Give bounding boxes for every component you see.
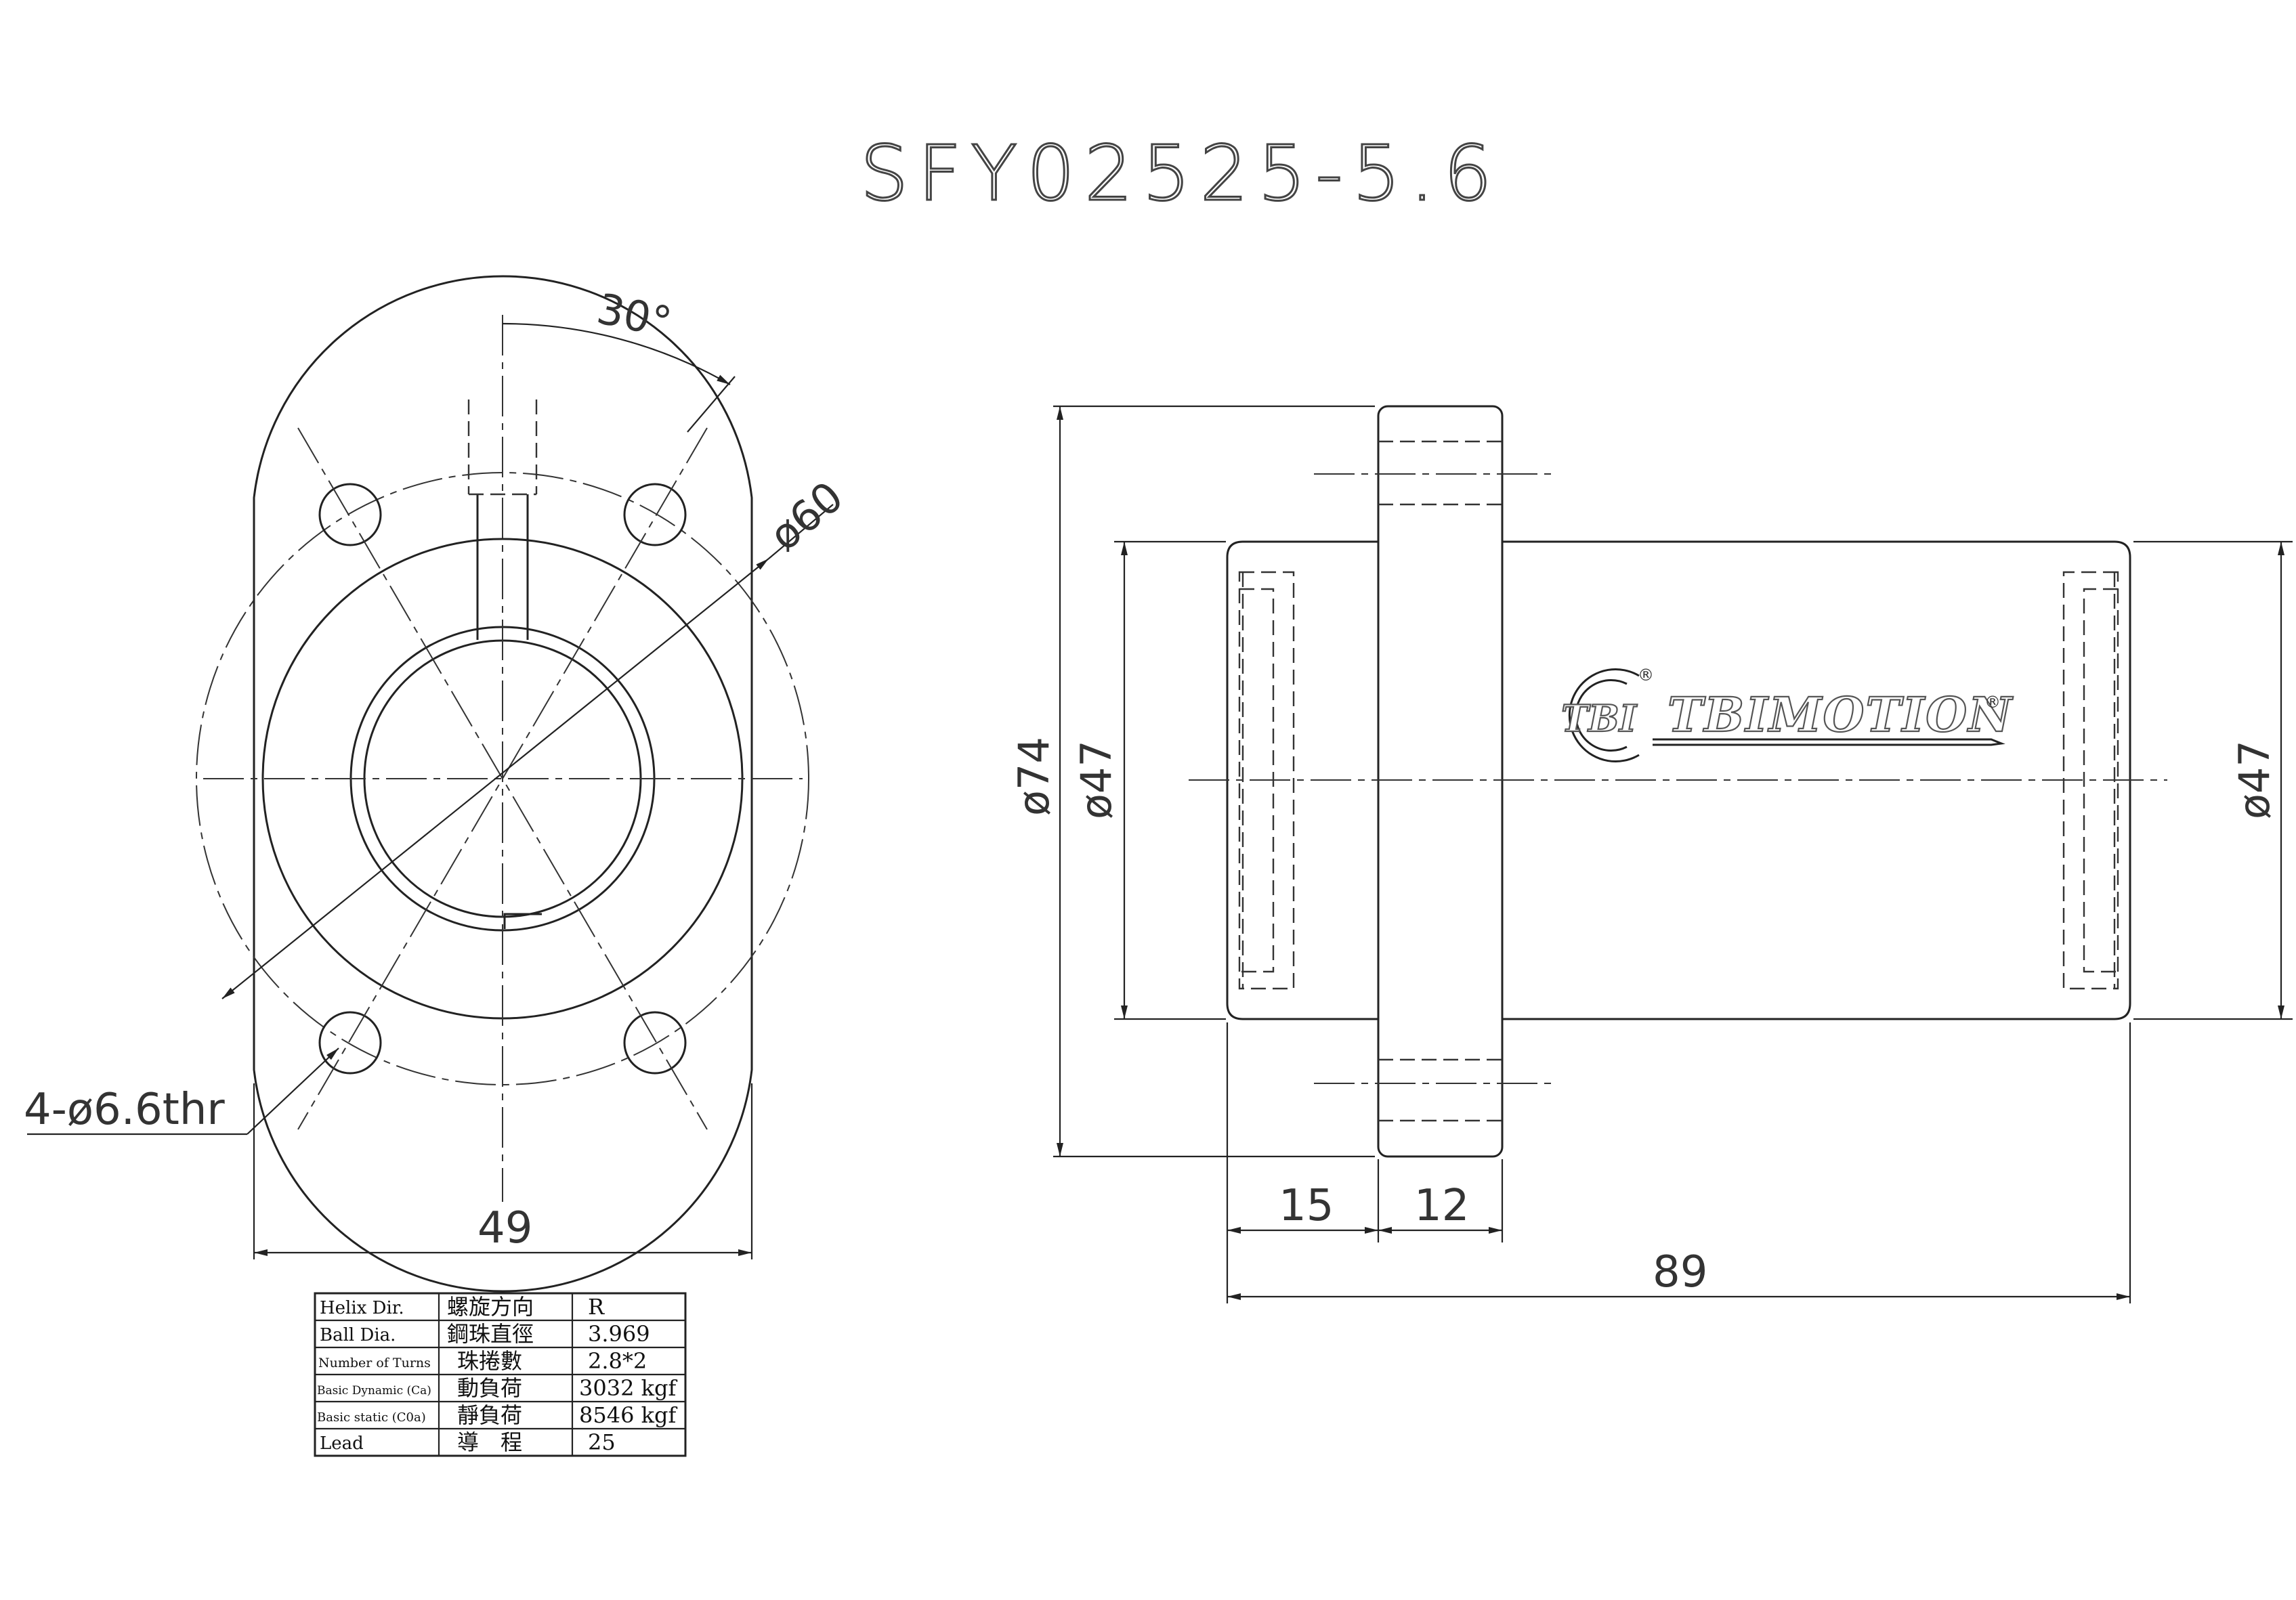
spec-val-0: R	[588, 1294, 605, 1320]
tbi-logo: TBI ® TBIMOTION ®	[1560, 666, 2014, 762]
logo-registered: ®	[1638, 666, 1654, 685]
spec-val-3: 3032 kgf	[579, 1375, 677, 1401]
front-view: 30° ø60 4-ø6.6thr 49	[24, 275, 853, 1293]
mount-hole-bl	[318, 1011, 382, 1075]
mount-hole-br	[623, 1011, 687, 1075]
spec-en-4: Basic static (C0a)	[317, 1410, 426, 1425]
spec-val-5: 25	[588, 1429, 616, 1455]
spec-en-3: Basic Dynamic (Ca)	[317, 1384, 431, 1398]
flange-outline	[253, 275, 753, 1293]
flange-body	[1377, 405, 1504, 1158]
flange-dia-label: ø74	[1009, 737, 1059, 816]
width-label: 49	[477, 1203, 532, 1253]
spec-en-0: Helix Dir.	[320, 1298, 404, 1318]
logo-mark: TBI	[1561, 697, 1638, 740]
spec-zh-4: 靜負荷	[457, 1402, 522, 1428]
spec-val-1: 3.969	[588, 1321, 650, 1347]
spec-val-4: 8546 kgf	[579, 1402, 677, 1428]
total-length-label: 89	[1653, 1247, 1707, 1297]
brand-name: TBIMOTION	[1667, 687, 2014, 743]
angle-label: 30°	[593, 284, 676, 347]
spec-en-1: Ball Dia.	[320, 1325, 396, 1345]
side-view: TBI ® TBIMOTION ® ø74 ø47 ø47 15 12 89	[1009, 405, 2293, 1303]
spec-zh-3: 動負荷	[457, 1375, 522, 1401]
mount-hole-tl	[318, 483, 382, 546]
brand-registered: ®	[1984, 693, 2001, 712]
spec-val-2: 2.8*2	[588, 1348, 647, 1374]
left-length-label: 15	[1279, 1181, 1334, 1231]
spec-zh-0: 螺旋方向	[447, 1294, 534, 1320]
mount-hole-tr	[623, 483, 687, 546]
flange-thickness-label: 12	[1414, 1181, 1469, 1231]
spec-zh-2: 珠捲數	[457, 1348, 522, 1374]
spec-en-2: Number of Turns	[318, 1356, 431, 1370]
body-dia-left-label: ø47	[1071, 740, 1121, 819]
drawing-title: SFY02525-5.6	[860, 130, 1502, 218]
spec-zh-5: 導 程	[457, 1429, 522, 1455]
pcd-label: ø60	[760, 472, 852, 561]
spec-zh-1: 鋼珠直徑	[447, 1321, 534, 1347]
hole-callout: 4-ø6.6thr	[24, 1085, 225, 1135]
body-dia-right-label: ø47	[2230, 740, 2279, 819]
spec-en-5: Lead	[320, 1433, 364, 1454]
spec-table: Helix Dir. 螺旋方向 R Ball Dia. 鋼珠直徑 3.969 N…	[314, 1292, 687, 1457]
